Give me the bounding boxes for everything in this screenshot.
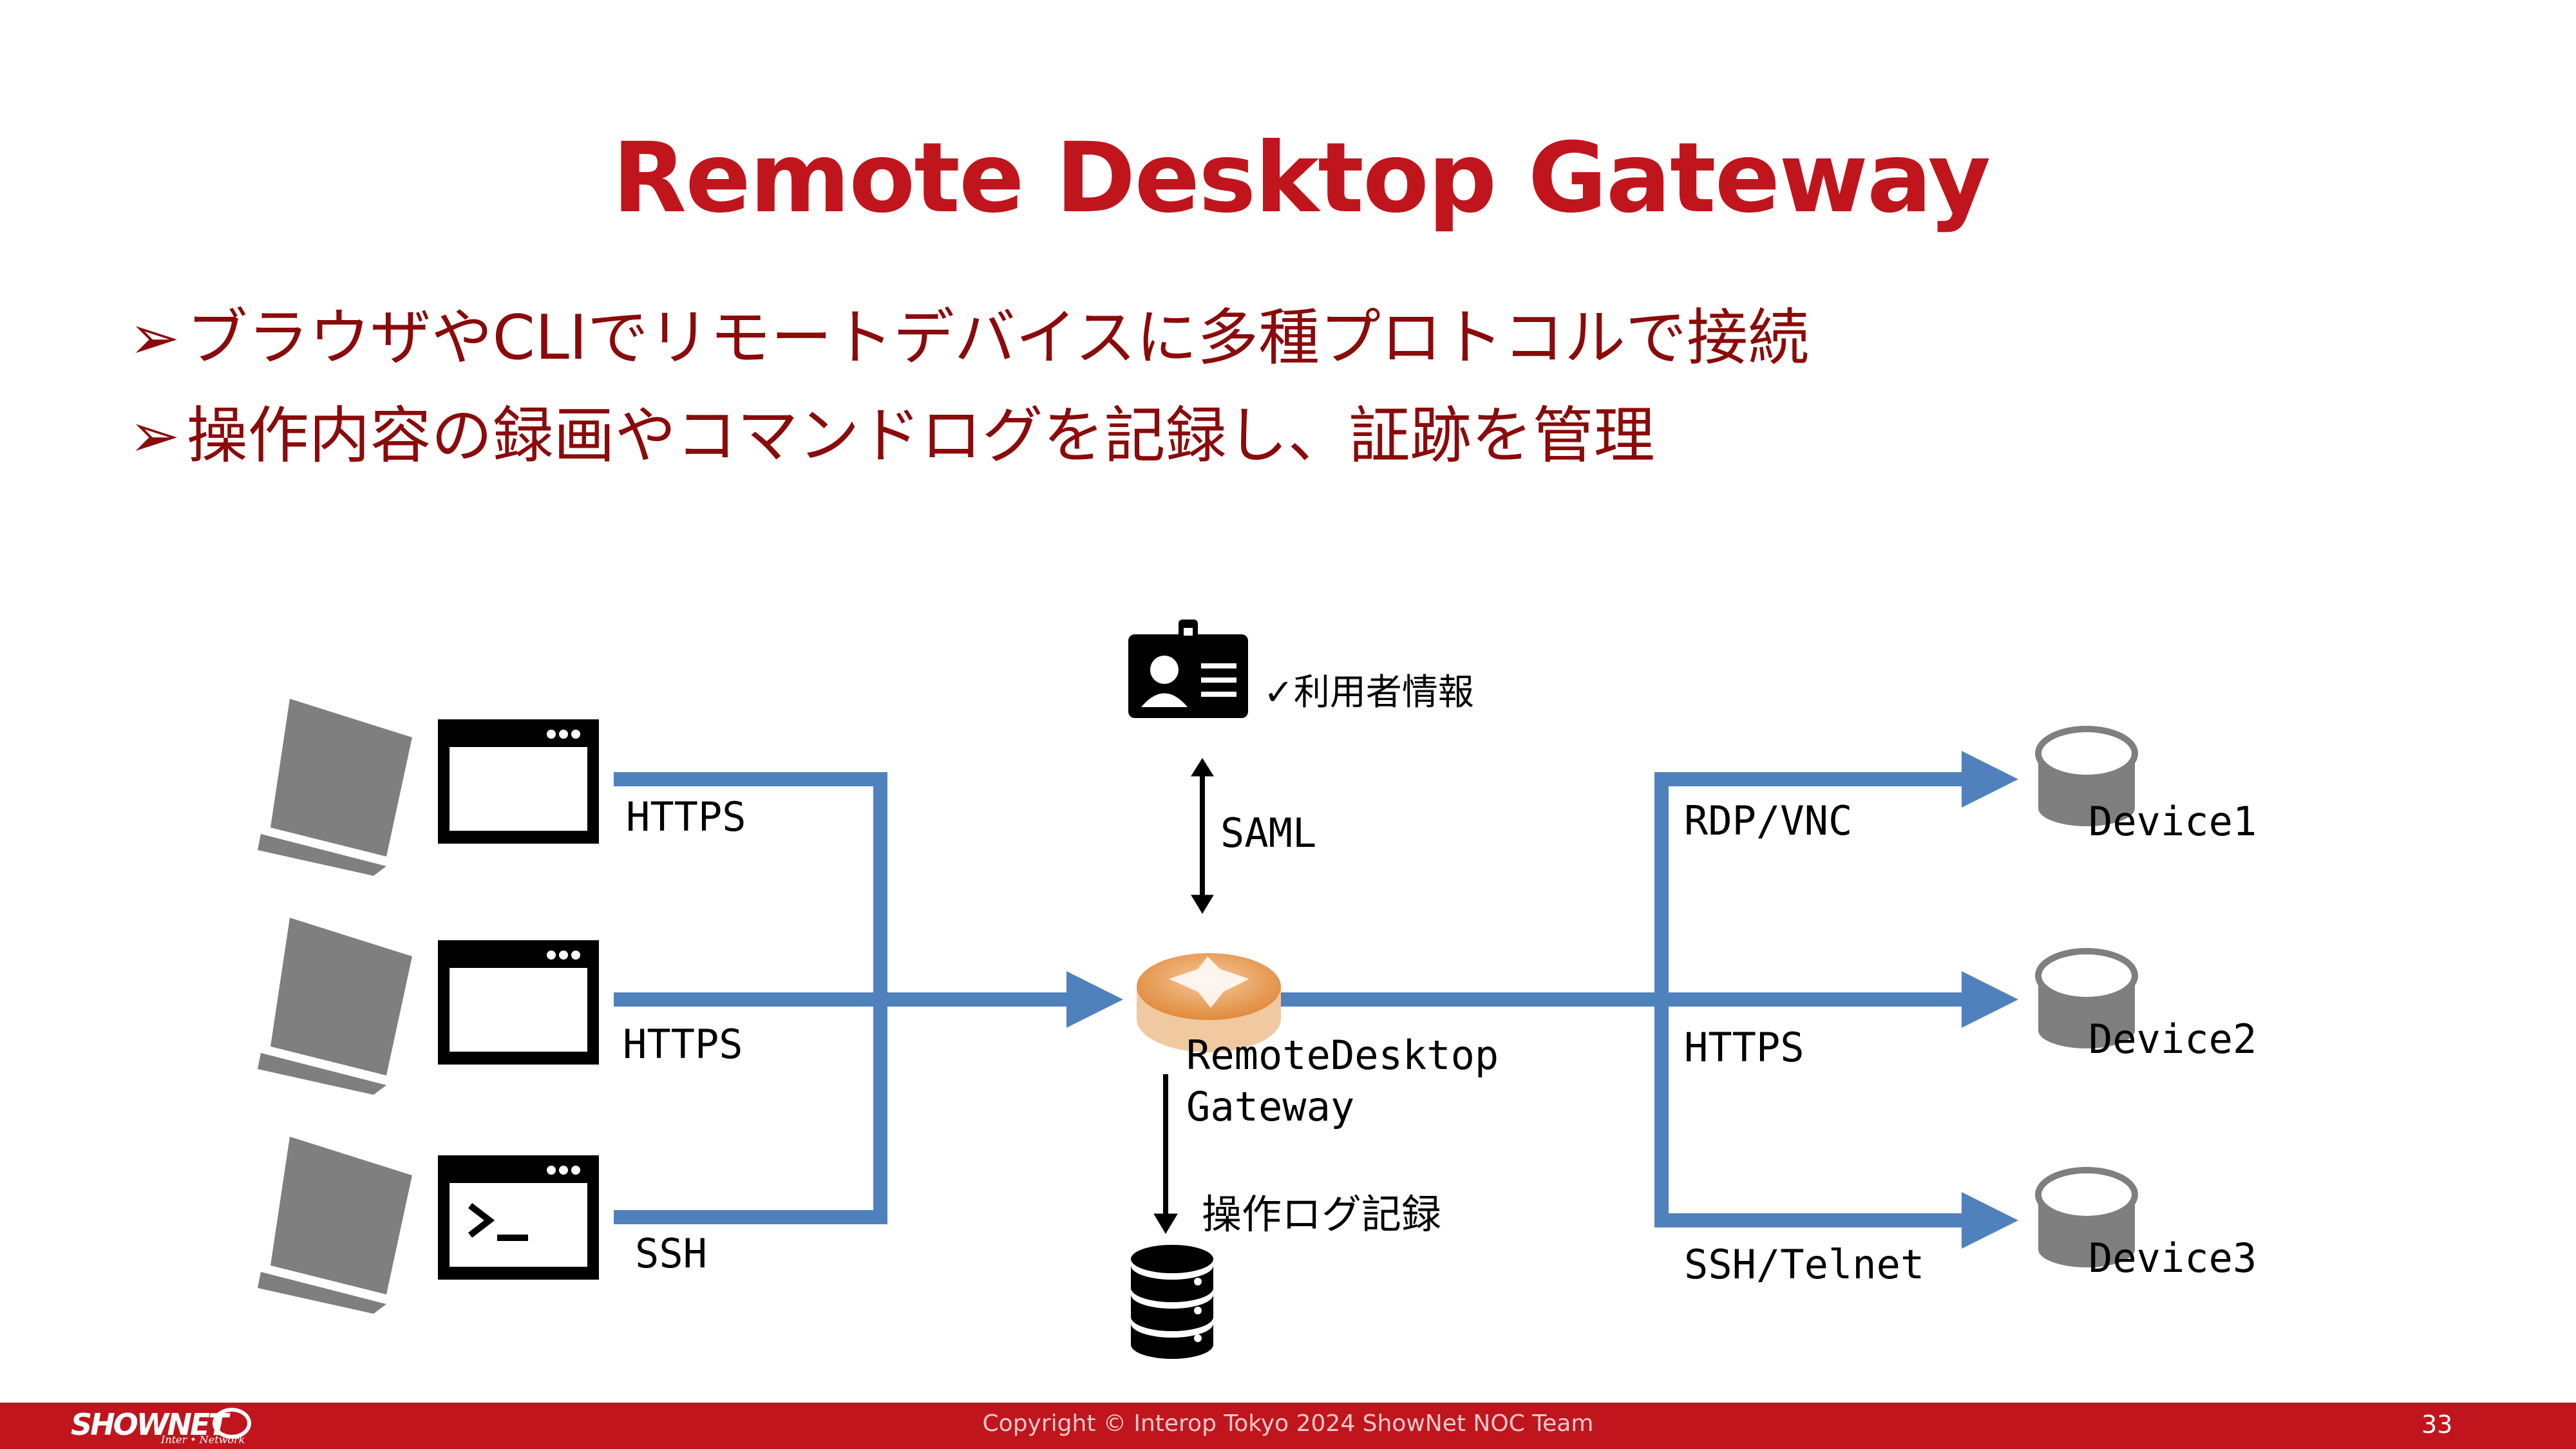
shownet-logo: SHOWNET: [71, 1407, 229, 1442]
gateway-label-line1: RemoteDesktop: [1186, 1032, 1499, 1079]
bullet-arrow-icon: ➢: [129, 401, 180, 471]
device-cylinder-icon: [2035, 948, 2138, 1048]
bullet-arrow-icon: ➢: [129, 303, 180, 374]
saml-arrow: [1191, 758, 1214, 914]
device-cylinder-icon: [2035, 726, 2138, 826]
gateway-router-icon: [1137, 953, 1281, 1052]
footer-bar: [0, 1403, 2576, 1449]
device-protocol-label: HTTPS: [1684, 1024, 1804, 1071]
device-protocol-label: RDP/VNC: [1684, 797, 1853, 844]
shownet-logo-icon: [213, 1408, 251, 1439]
device-cylinder-icon: [2035, 1167, 2138, 1267]
log-arrow: [1153, 1074, 1178, 1234]
client-links: [614, 772, 887, 1224]
device-label: Device2: [2088, 1016, 2257, 1063]
page-number: 33: [2421, 1410, 2453, 1439]
device-label: Device3: [2088, 1235, 2257, 1282]
id-card-icon: [1128, 620, 1248, 718]
gateway-label-line2: Gateway: [1186, 1083, 1355, 1130]
client-protocol-label: HTTPS: [626, 793, 746, 840]
copyright: Copyright © Interop Tokyo 2024 ShowNet N…: [982, 1410, 1594, 1437]
slide-title: Remote Desktop Gateway: [612, 122, 1991, 234]
laptop-icon: [258, 918, 412, 1095]
client-protocol-label: HTTPS: [623, 1021, 743, 1068]
log-label: 操作ログ記録: [1202, 1191, 1442, 1238]
laptop-icon: [258, 699, 412, 876]
user-info-label: ✓利用者情報: [1264, 672, 1474, 714]
browser-window-icon: [438, 719, 599, 844]
device-protocol-label: SSH/Telnet: [1684, 1241, 1925, 1288]
terminal-window-icon: [438, 1155, 599, 1280]
bullet-1: ➢ブラウザやCLIでリモートデバイスに多種プロトコルで接続: [129, 289, 1809, 377]
bullet-1-text: ブラウザやCLIでリモートデバイスに多種プロトコルで接続: [186, 303, 1810, 374]
laptop-icon: [258, 1137, 412, 1314]
device-label: Device1: [2088, 798, 2257, 845]
saml-label: SAML: [1220, 810, 1317, 857]
bullet-2-text: 操作内容の録画やコマンドログを記録し、証跡を管理: [186, 401, 1655, 471]
client-protocol-label: SSH: [635, 1230, 707, 1277]
bullet-2: ➢操作内容の録画やコマンドログを記録し、証跡を管理: [129, 386, 1655, 475]
database-icon: [1131, 1245, 1213, 1359]
shownet-logo-sub: Inter • Network: [161, 1434, 245, 1446]
browser-window-icon: [438, 940, 599, 1065]
